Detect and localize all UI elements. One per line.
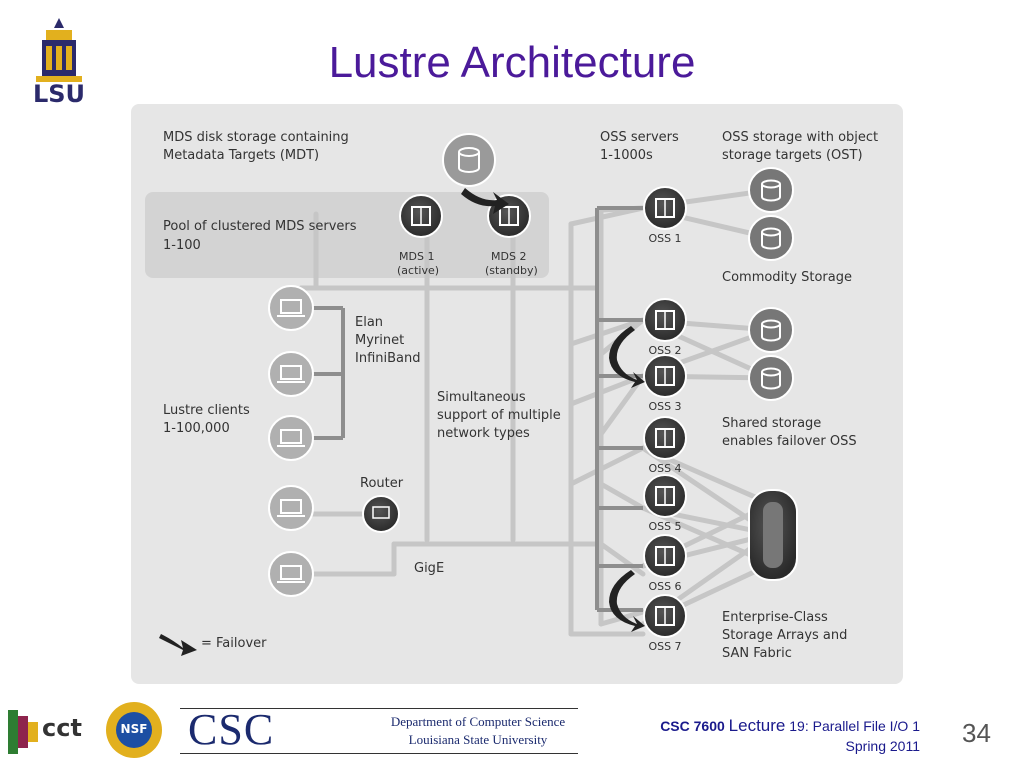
storage-target-icon bbox=[748, 167, 794, 213]
nsf-logo: NSF bbox=[104, 700, 164, 760]
router-icon bbox=[362, 495, 400, 533]
oss23-failover-arrow-icon bbox=[609, 326, 645, 388]
shared-storage-label-1: Shared storage bbox=[722, 416, 821, 431]
nsf-text: NSF bbox=[120, 722, 148, 736]
oss-label: OSS 3 bbox=[648, 400, 681, 413]
course-line-1: CSC 7600 Lecture 19: Parallel File I/O 1 bbox=[600, 716, 920, 736]
csc-banner bbox=[180, 708, 578, 754]
oss-label: OSS 6 bbox=[648, 580, 681, 593]
enterprise-label-3: SAN Fabric bbox=[722, 646, 792, 661]
enterprise-storage-array-icon bbox=[748, 489, 798, 581]
storage-target-icon bbox=[748, 355, 794, 401]
mds2-name: MDS 2 bbox=[491, 250, 526, 263]
oss-storage-label-2: storage targets (OST) bbox=[722, 148, 863, 163]
course-term: Spring 2011 bbox=[845, 738, 920, 754]
simultaneous-label-2: support of multiple bbox=[437, 408, 561, 423]
enterprise-label-1: Enterprise-Class bbox=[722, 610, 828, 625]
mds-disk-label-1: MDS disk storage containing bbox=[163, 130, 349, 145]
oss-label: OSS 5 bbox=[648, 520, 681, 533]
oss-storage-label-1: OSS storage with object bbox=[722, 130, 878, 145]
oss-server-icon: OSS 7 bbox=[643, 594, 687, 653]
gige-label: GigE bbox=[414, 561, 444, 576]
clients-label-2: 1-100,000 bbox=[163, 421, 230, 436]
pool-label-2: 1-100 bbox=[163, 238, 201, 253]
legend-failover-arrow-icon bbox=[159, 634, 197, 656]
shared-storage-label-2: enables failover OSS bbox=[722, 434, 857, 449]
oss-label: OSS 4 bbox=[648, 462, 681, 475]
network-label-myrinet: Myrinet bbox=[355, 333, 404, 348]
network-label-elan: Elan bbox=[355, 315, 383, 330]
mds1-state: (active) bbox=[397, 264, 439, 277]
oss-server-icon: OSS 6 bbox=[643, 534, 687, 593]
mds1-server-icon bbox=[399, 194, 443, 238]
oss-server-icon: OSS 5 bbox=[643, 474, 687, 533]
client-laptop-icon bbox=[268, 285, 314, 331]
router-label: Router bbox=[360, 476, 404, 491]
oss-label: OSS 7 bbox=[648, 640, 681, 653]
slide-number: 34 bbox=[962, 718, 991, 748]
mds-disk-label-2: Metadata Targets (MDT) bbox=[163, 148, 319, 163]
network-label-infiniband: InfiniBand bbox=[355, 351, 421, 366]
clients-label-1: Lustre clients bbox=[163, 403, 250, 418]
client-laptop-icon bbox=[268, 351, 314, 397]
lsu-text: LSU bbox=[32, 80, 86, 108]
oss67-failover-arrow-icon bbox=[609, 570, 645, 632]
mds2-state: (standby) bbox=[485, 264, 538, 277]
course-code: CSC 7600 bbox=[660, 718, 725, 734]
simultaneous-label-1: Simultaneous bbox=[437, 390, 526, 405]
oss-server-icon: OSS 2 bbox=[643, 298, 687, 357]
storage-target-icon bbox=[748, 307, 794, 353]
lsu-logo bbox=[28, 16, 90, 108]
slide-title: Lustre Architecture bbox=[328, 38, 696, 87]
oss-servers-label-1: OSS servers bbox=[600, 130, 679, 145]
oss-server-icon: OSS 3 bbox=[643, 354, 687, 413]
department-text: Department of Computer Science Louisiana… bbox=[380, 713, 576, 749]
commodity-storage-label: Commodity Storage bbox=[722, 270, 852, 285]
course-info: CSC 7600 Lecture 19: Parallel File I/O 1… bbox=[600, 716, 920, 756]
oss-label: OSS 1 bbox=[648, 232, 681, 245]
mds-failover-arrow-icon bbox=[461, 188, 509, 214]
department-line-1: Department of Computer Science bbox=[390, 714, 566, 729]
oss-servers-label-2: 1-1000s bbox=[600, 148, 653, 163]
failover-legend-label: = Failover bbox=[201, 636, 267, 651]
csc-logo: CSC bbox=[188, 705, 275, 754]
simultaneous-label-3: network types bbox=[437, 426, 530, 441]
cct-logo: cct bbox=[8, 708, 98, 756]
client-laptop-icon bbox=[268, 551, 314, 597]
pool-label-1: Pool of clustered MDS servers bbox=[163, 219, 357, 234]
enterprise-label-2: Storage Arrays and bbox=[722, 628, 847, 643]
cct-text: cct bbox=[42, 714, 82, 742]
course-lecture-title: 19: Parallel File I/O 1 bbox=[789, 718, 920, 734]
storage-target-icon bbox=[748, 215, 794, 261]
oss-server-icon: OSS 1 bbox=[643, 186, 687, 245]
oss-label: OSS 2 bbox=[648, 344, 681, 357]
mdt-disk-node bbox=[442, 133, 496, 187]
course-lecture-word: Lecture bbox=[728, 716, 786, 735]
department-line-2: Louisiana State University bbox=[408, 732, 548, 747]
client-laptop-icon bbox=[268, 415, 314, 461]
lustre-architecture-diagram: OSS 1 OSS 2 OSS 3 OSS 4 OSS 5 OSS 6 OSS 7 MDS … bbox=[131, 104, 903, 684]
client-laptop-icon bbox=[268, 485, 314, 531]
mds1-name: MDS 1 bbox=[399, 250, 434, 263]
mds-pool-band bbox=[145, 192, 549, 278]
oss-server-icon: OSS 4 bbox=[643, 416, 687, 475]
